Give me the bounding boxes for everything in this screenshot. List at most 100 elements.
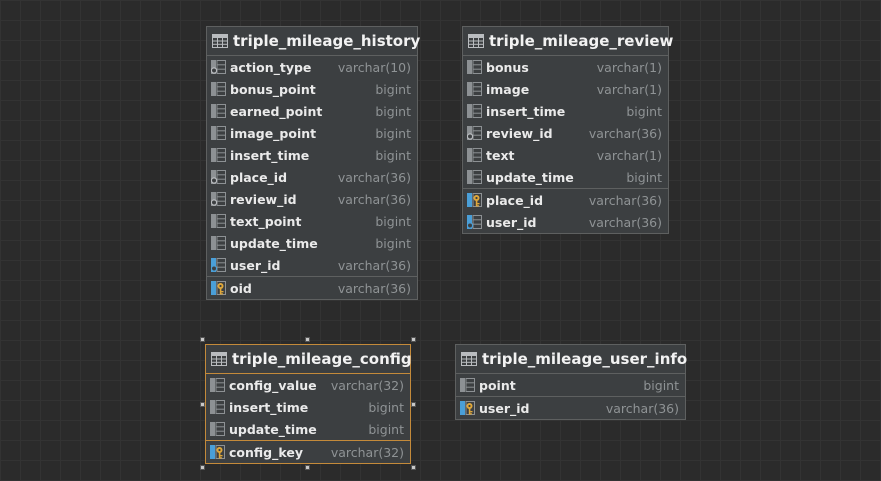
column-name: bonus [486, 59, 529, 75]
column-row-oid[interactable]: oid varchar(36) [207, 276, 417, 299]
column-name: review_id [486, 125, 553, 141]
column-type: bigint [375, 125, 411, 141]
column-name: config_value [229, 377, 317, 393]
column-icon [467, 170, 486, 184]
column-type: bigint [626, 103, 662, 119]
column-type: varchar(1) [596, 81, 662, 97]
column-type: varchar(36) [337, 280, 411, 296]
resize-handle-top-center[interactable] [305, 337, 310, 342]
column-name: place_id [486, 192, 544, 208]
table-header[interactable]: triple_mileage_history [207, 27, 420, 56]
column-icon [211, 236, 230, 250]
column-type: varchar(36) [588, 192, 662, 208]
column-row-user-id[interactable]: user_id varchar(36) [456, 396, 685, 419]
column-row-point[interactable]: point bigint [456, 374, 685, 396]
column-type: bigint [375, 103, 411, 119]
column-icon [211, 148, 230, 162]
column-name: user_id [486, 214, 537, 230]
column-key-icon [211, 60, 230, 74]
column-key-icon [211, 170, 230, 184]
table-icon [211, 352, 227, 366]
column-type: bigint [368, 399, 404, 415]
column-name: point [479, 377, 516, 393]
column-type: bigint [643, 377, 679, 393]
column-name: config_key [229, 444, 303, 460]
table-header[interactable]: triple_mileage_config [206, 345, 412, 374]
column-type: bigint [375, 235, 411, 251]
table-icon [212, 34, 228, 48]
column-type: varchar(36) [337, 191, 411, 207]
table-header[interactable]: triple_mileage_user_info [456, 345, 688, 374]
column-row-image[interactable]: image varchar(1) [463, 78, 668, 100]
table-triple-mileage-user-info[interactable]: triple_mileage_user_info point bigint user… [455, 344, 688, 420]
column-icon [467, 104, 486, 118]
table-title: triple_mileage_user_info [482, 350, 688, 368]
column-type: bigint [375, 147, 411, 163]
table-icon [468, 34, 484, 48]
column-name: update_time [229, 421, 317, 437]
resize-handle-bottom-center[interactable] [305, 465, 310, 470]
column-name: user_id [479, 400, 530, 416]
column-list: point bigint user_id varchar(36) [456, 374, 685, 419]
column-type: varchar(36) [588, 125, 662, 141]
column-row-place-id[interactable]: place_id varchar(36) [207, 166, 417, 188]
resize-handle-top-left[interactable] [200, 337, 205, 342]
column-name: place_id [230, 169, 288, 185]
column-name: bonus_point [230, 81, 316, 97]
column-icon [211, 82, 230, 96]
column-icon [467, 60, 486, 74]
resize-handle-bottom-right[interactable] [411, 465, 416, 470]
column-index-icon [211, 258, 230, 272]
column-name: insert_time [486, 103, 566, 119]
column-name: user_id [230, 257, 281, 273]
resize-handle-top-right[interactable] [411, 337, 416, 342]
table-header[interactable]: triple_mileage_review [463, 27, 673, 56]
column-icon [467, 82, 486, 96]
table-icon [461, 352, 477, 366]
column-row-update-time[interactable]: update_time bigint [206, 418, 410, 440]
column-type: varchar(36) [337, 169, 411, 185]
column-row-place-id[interactable]: place_id varchar(36) [463, 188, 668, 211]
column-row-review-id[interactable]: review_id varchar(36) [463, 122, 668, 144]
resize-handle-bottom-left[interactable] [200, 465, 205, 470]
column-name: earned_point [230, 103, 323, 119]
column-type: varchar(36) [588, 214, 662, 230]
column-row-insert-time[interactable]: insert_time bigint [463, 100, 668, 122]
column-row-earned-point[interactable]: earned_point bigint [207, 100, 417, 122]
column-row-user-id[interactable]: user_id varchar(36) [463, 211, 668, 233]
column-row-update-time[interactable]: update_time bigint [207, 232, 417, 254]
column-type: bigint [375, 213, 411, 229]
column-type: varchar(36) [605, 400, 679, 416]
column-type: varchar(1) [596, 147, 662, 163]
column-icon [210, 400, 229, 414]
column-row-bonus-point[interactable]: bonus_point bigint [207, 78, 417, 100]
column-row-config-key[interactable]: config_key varchar(32) [206, 440, 410, 463]
column-type: varchar(32) [330, 444, 404, 460]
column-icon [210, 378, 229, 392]
resize-handle-middle-left[interactable] [200, 402, 205, 407]
column-type: bigint [375, 81, 411, 97]
column-name: update_time [230, 235, 318, 251]
resize-handle-middle-right[interactable] [411, 402, 416, 407]
column-type: bigint [368, 421, 404, 437]
column-name: image [486, 81, 530, 97]
column-index-icon [467, 215, 486, 229]
primary-key-icon [460, 401, 479, 415]
column-name: oid [230, 280, 252, 296]
